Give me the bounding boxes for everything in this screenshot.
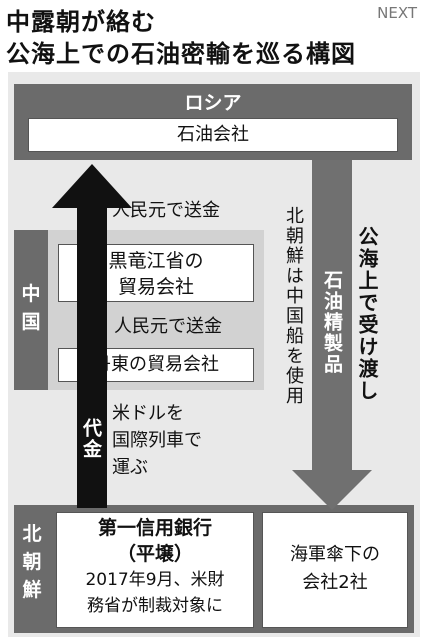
oil-product-label: 石油精製品 (321, 270, 343, 375)
next-link[interactable]: NEXT (377, 4, 417, 22)
bank-note-line-1: 2017年9月、米財 (85, 570, 225, 590)
china-tab: 中 国 (14, 230, 48, 390)
chinese-ship-note: 北朝鮮は中国船を使用 (283, 206, 304, 406)
usd-line-3: 運ぶ (112, 457, 148, 478)
bank-note-line-2: 務省が制裁対象に (87, 596, 223, 616)
remit-label-top: 人民元で送金 (112, 200, 220, 221)
bank-city: （平壌） (116, 543, 193, 565)
remit-label-mid: 人民元で送金 (114, 316, 222, 337)
high-seas-handover-note: 公海上で受け渡し (355, 226, 379, 402)
china-label-char-1: 中 (21, 283, 41, 305)
heilongjiang-line-1: 黒竜江省の (108, 250, 204, 272)
payment-up-arrow (52, 164, 132, 508)
title-line-1: 中露朝が絡む (6, 8, 156, 36)
china-label: 中 国 (14, 280, 48, 336)
russia-label: ロシア (184, 92, 242, 114)
bank-box: 第一信用銀行 （平壌） 2017年9月、米財 務省が制裁対象に (56, 512, 254, 628)
navy-line-2: 会社2社 (302, 572, 368, 593)
payment-label: 代金 (80, 418, 102, 460)
north-korea-label-char-1: 北 (22, 523, 42, 545)
russia-region: ロシア 石油会社 (14, 84, 412, 160)
north-korea-label-char-2: 朝 (22, 551, 42, 573)
title-line-2: 公海上での石油密輸を巡る構図 (6, 40, 356, 68)
china-label-char-2: 国 (21, 311, 41, 333)
usd-line-2: 国際列車で (112, 430, 202, 451)
bank-name: 第一信用銀行 (97, 517, 212, 539)
usd-line-1: 米ドルを (112, 403, 184, 424)
heilongjiang-line-2: 貿易会社 (117, 276, 194, 298)
navy-companies-box: 海軍傘下の 会社2社 (262, 512, 408, 628)
usd-transport-note: 米ドルを 国際列車で 運ぶ (112, 400, 202, 481)
north-korea-label: 北 朝 鮮 (16, 520, 48, 604)
navy-line-1: 海軍傘下の (290, 544, 380, 565)
north-korea-label-char-3: 鮮 (22, 579, 42, 601)
title-area: 中露朝が絡む 公海上での石油密輸を巡る構図 NEXT (0, 0, 427, 72)
oil-company-box: 石油会社 (28, 118, 398, 152)
product-down-arrow (292, 160, 372, 510)
